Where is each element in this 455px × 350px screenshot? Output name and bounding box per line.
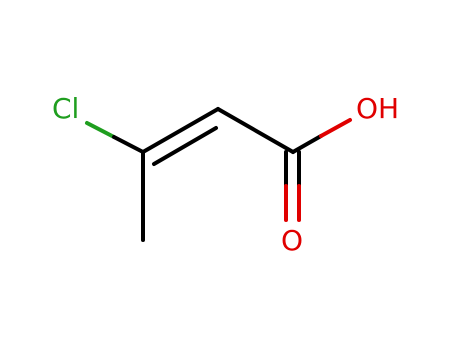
bond-c3-c2-double xyxy=(141,107,220,166)
bond-c2-c1 xyxy=(216,107,295,154)
bond-c1-oh xyxy=(291,118,352,154)
hydroxyl-label: OH xyxy=(356,92,399,125)
chlorine-label: Cl xyxy=(52,92,79,125)
carbonyl-oxygen-label: O xyxy=(281,224,303,257)
bond-c1-o-double xyxy=(284,150,301,222)
bond-cl-c3 xyxy=(85,121,145,154)
